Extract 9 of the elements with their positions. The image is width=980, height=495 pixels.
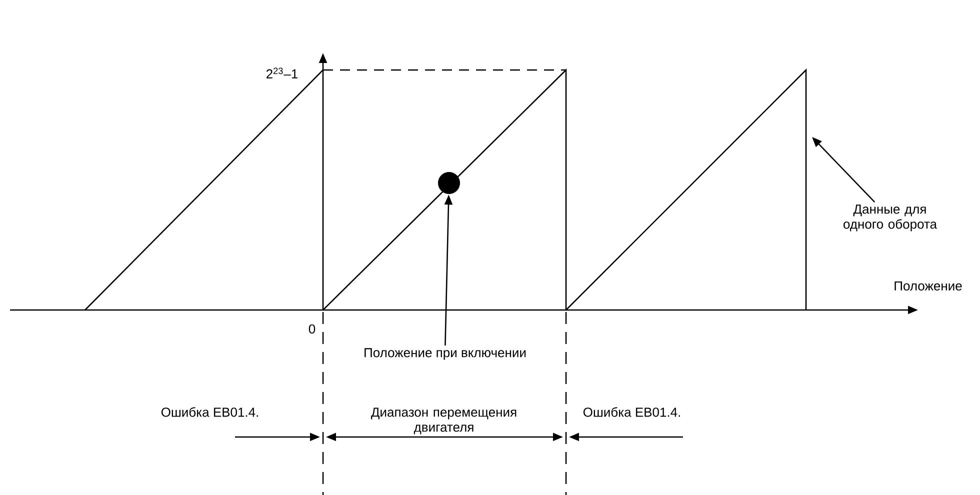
range-label: Диапазон перемещения двигателя <box>371 408 516 434</box>
error-label: Ошибка EB01.4. <box>583 407 680 417</box>
axis-label: Положение <box>894 281 962 291</box>
leader-text: Данные для одного оборота <box>844 204 938 232</box>
position-dot <box>438 172 460 194</box>
leader-text: Положение при включении <box>364 348 526 360</box>
axis-label: 2$^{23}$–1 <box>266 68 298 78</box>
error-label: Ошибка EB01.4. <box>161 407 258 417</box>
axis-label: 0 <box>308 324 316 334</box>
